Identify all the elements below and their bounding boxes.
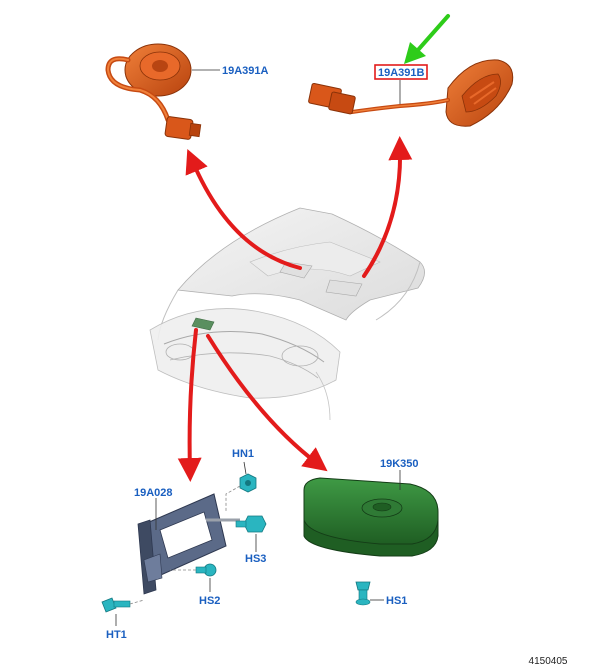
label-bracket: 19A028 [134, 487, 173, 499]
bracket-part [137, 493, 240, 595]
highlight-arrow-icon [404, 14, 450, 64]
arrow-to-module [206, 334, 328, 472]
label-screw-ht1: HT1 [106, 629, 127, 641]
label-clockspring: 19A391A [222, 65, 269, 77]
vehicle-cutaway [149, 207, 425, 421]
module-part [303, 477, 439, 557]
figure-number: 4150405 [529, 656, 568, 667]
nut-hn1-icon [239, 473, 257, 493]
arrow-to-bracket [177, 328, 202, 482]
highlight-box [374, 64, 428, 80]
clockspring-part [105, 43, 202, 140]
screw-ht1-icon [101, 597, 131, 613]
screw-hs1-icon [355, 581, 371, 606]
assembly-line [225, 485, 241, 512]
light-assembly-part [308, 59, 514, 127]
label-module: 19K350 [380, 458, 419, 470]
label-screw-hs1: HS1 [386, 595, 407, 607]
label-screw-hs3: HS3 [245, 553, 266, 565]
leader-line [243, 461, 247, 475]
label-screw-hs2: HS2 [199, 595, 220, 607]
label-nut: HN1 [232, 448, 254, 460]
red-arrows [177, 136, 413, 482]
label-light-assembly: 19A391B [378, 67, 425, 79]
screw-hs3-icon [235, 515, 267, 533]
arrow-to-light-assembly [362, 136, 413, 278]
assembly-line [129, 599, 145, 605]
arrow-to-clockspring [185, 148, 302, 270]
screw-hs2-icon [195, 563, 217, 577]
